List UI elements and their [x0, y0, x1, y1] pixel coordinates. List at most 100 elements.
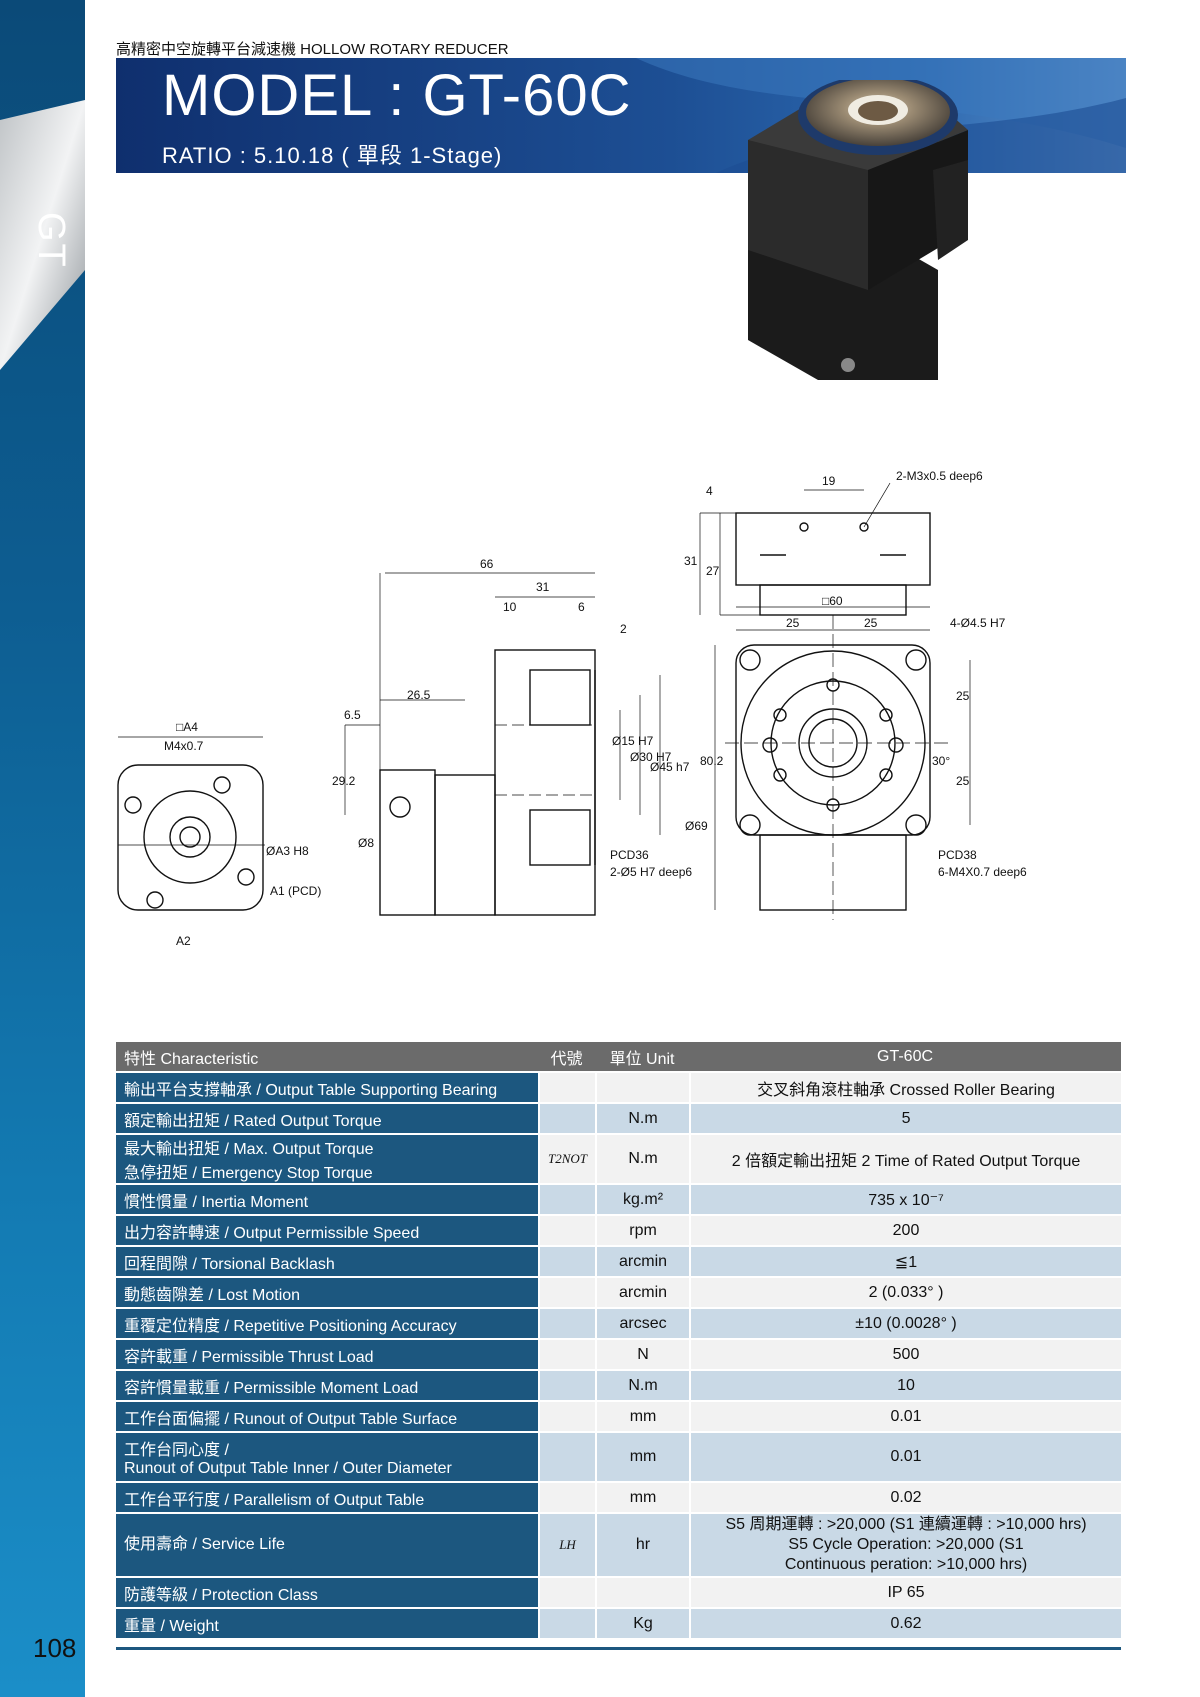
model-title: MODEL : GT-60C: [162, 63, 632, 128]
row-symbol: T2NOT: [538, 1135, 596, 1183]
table-row: 工作台同心度 / Runout of Output Table Inner / …: [116, 1433, 1121, 1481]
row-key: 容許慣量載重 / Permissible Moment Load: [116, 1371, 538, 1400]
technical-drawings: 19 2-M3x0.5 deep6 4 31 27 66 31 10 6 2 2…: [117, 469, 1027, 948]
row-value-line2: S5 Cycle Operation: >20,000 (S1: [788, 1536, 1024, 1553]
row-value: 735 x 10⁻⁷: [689, 1185, 1121, 1214]
row-symbol: [538, 1073, 596, 1102]
row-unit: N: [595, 1340, 690, 1369]
row-key: 出力容許轉速 / Output Permissible Speed: [116, 1216, 538, 1245]
row-value: 500: [689, 1340, 1121, 1369]
row-key: 工作台平行度 / Parallelism of Output Table: [116, 1483, 538, 1512]
row-key-line1: 工作台同心度 /: [124, 1442, 229, 1459]
row-symbol: [538, 1278, 596, 1307]
row-unit: mm: [595, 1483, 690, 1512]
row-value: 0.62: [689, 1609, 1121, 1638]
row-key-line2: Runout of Output Table Inner / Outer Dia…: [124, 1460, 452, 1477]
row-value: 200: [689, 1216, 1121, 1245]
row-value: ±10 (0.0028° ): [689, 1309, 1121, 1338]
table-row: 慣性慣量 / Inertia Moment kg.m² 735 x 10⁻⁷: [116, 1185, 1121, 1214]
row-key: 額定輸出扭矩 / Rated Output Torque: [116, 1104, 538, 1133]
header-symbol: 代號: [538, 1042, 596, 1071]
table-row: 重覆定位精度 / Repetitive Positioning Accuracy…: [116, 1309, 1121, 1338]
dia-45: Ø45 h7: [650, 760, 690, 774]
dim-25a: 25: [786, 616, 800, 630]
side-tag: GT: [30, 211, 72, 269]
row-symbol: [538, 1402, 596, 1431]
metal-swoosh: [0, 100, 85, 370]
product-photo: [748, 80, 968, 380]
row-key: 容許載重 / Permissible Thrust Load: [116, 1340, 538, 1369]
row-value: 0.02: [689, 1483, 1121, 1512]
dim-29-2: 29.2: [332, 774, 356, 788]
row-symbol: [538, 1185, 596, 1214]
row-key: 工作台同心度 / Runout of Output Table Inner / …: [116, 1433, 538, 1481]
row-value: 交叉斜角滾柱軸承 Crossed Roller Bearing: [689, 1073, 1121, 1102]
row-value-line1: S5 周期運轉 : >20,000 (S1 連續運轉 : >10,000 hrs…: [725, 1516, 1087, 1533]
dim-26-5: 26.5: [407, 688, 431, 702]
motor-view: [117, 736, 265, 911]
table-row: 額定輸出扭矩 / Rated Output Torque N.m 5: [116, 1104, 1121, 1133]
row-value: S5 周期運轉 : >20,000 (S1 連續運轉 : >10,000 hrs…: [689, 1514, 1121, 1576]
row-value: ≦1: [689, 1247, 1121, 1276]
table-header: 特性 Characteristic 代號 單位 Unit GT-60C: [116, 1042, 1121, 1071]
header-unit: 單位 Unit: [595, 1042, 690, 1071]
row-key-line1: 最大輸出扭矩 / Max. Output Torque: [124, 1141, 374, 1158]
dim-25d: 25: [956, 774, 970, 788]
side-band: GT: [0, 0, 85, 1697]
row-value: 0.01: [689, 1433, 1121, 1481]
row-unit: arcmin: [595, 1278, 690, 1307]
dia-30: Ø30 H7: [630, 750, 672, 764]
row-symbol: [538, 1340, 596, 1369]
ratio-line: RATIO : 5.10.18 ( 單段 1-Stage): [162, 143, 503, 168]
label-m4: M4x0.7: [164, 739, 204, 753]
dim-25c: 25: [956, 689, 970, 703]
row-key: 工作台面偏擺 / Runout of Output Table Surface: [116, 1402, 538, 1431]
spec-table: 特性 Characteristic 代號 單位 Unit GT-60C 輸出平台…: [116, 1040, 1121, 1640]
row-key: 動態齒隙差 / Lost Motion: [116, 1278, 538, 1307]
row-symbol: [538, 1433, 596, 1481]
row-unit: rpm: [595, 1216, 690, 1245]
row-symbol: LH: [538, 1514, 596, 1576]
row-unit: [595, 1578, 690, 1607]
header-characteristic: 特性 Characteristic: [116, 1042, 538, 1071]
row-symbol: [538, 1104, 596, 1133]
table-row: 輸出平台支撐軸承 / Output Table Supporting Beari…: [116, 1073, 1121, 1102]
row-symbol: [538, 1609, 596, 1638]
dim-10: 10: [503, 600, 517, 614]
dim-6-5: 6.5: [344, 708, 361, 722]
side-view: [344, 572, 661, 916]
table-row: 容許慣量載重 / Permissible Moment Load N.m 10: [116, 1371, 1121, 1400]
front-view: [714, 606, 971, 920]
row-key: 重量 / Weight: [116, 1609, 538, 1638]
row-unit: arcmin: [595, 1247, 690, 1276]
row-unit: N.m: [595, 1371, 690, 1400]
table-row: 使用壽命 / Service Life LH hr S5 周期運轉 : >20,…: [116, 1514, 1121, 1576]
holes-note: 4-Ø4.5 H7: [950, 616, 1006, 630]
table-row: 工作台平行度 / Parallelism of Output Table mm …: [116, 1483, 1121, 1512]
table-row: 工作台面偏擺 / Runout of Output Table Surface …: [116, 1402, 1121, 1431]
pcd36-holes: 2-Ø5 H7 deep6: [610, 865, 692, 879]
row-unit: Kg: [595, 1609, 690, 1638]
angle-30: 30°: [932, 754, 950, 768]
table-row: 容許載重 / Permissible Thrust Load N 500: [116, 1340, 1121, 1369]
dim-31: 31: [684, 554, 698, 568]
label-a1: A1 (PCD): [270, 884, 321, 898]
row-key: 最大輸出扭矩 / Max. Output Torque 急停扭矩 / Emerg…: [116, 1135, 538, 1183]
dim-31b: 31: [536, 580, 550, 594]
row-value: 10: [689, 1371, 1121, 1400]
row-symbol: [538, 1216, 596, 1245]
row-value: 0.01: [689, 1402, 1121, 1431]
dim-25b: 25: [864, 616, 878, 630]
bottom-rule: [116, 1647, 1121, 1650]
table-row: 出力容許轉速 / Output Permissible Speed rpm 20…: [116, 1216, 1121, 1245]
row-key: 回程間隙 / Torsional Backlash: [116, 1247, 538, 1276]
row-unit: arcsec: [595, 1309, 690, 1338]
row-unit: mm: [595, 1402, 690, 1431]
label-a4: □A4: [176, 720, 198, 734]
dia-15: Ø15 H7: [612, 734, 654, 748]
row-key: 防護等級 / Protection Class: [116, 1578, 538, 1607]
thread-note: 2-M3x0.5 deep6: [896, 469, 983, 483]
row-symbol: [538, 1309, 596, 1338]
row-key-line2: 急停扭矩 / Emergency Stop Torque: [124, 1165, 373, 1182]
row-unit: N.m: [595, 1135, 690, 1183]
